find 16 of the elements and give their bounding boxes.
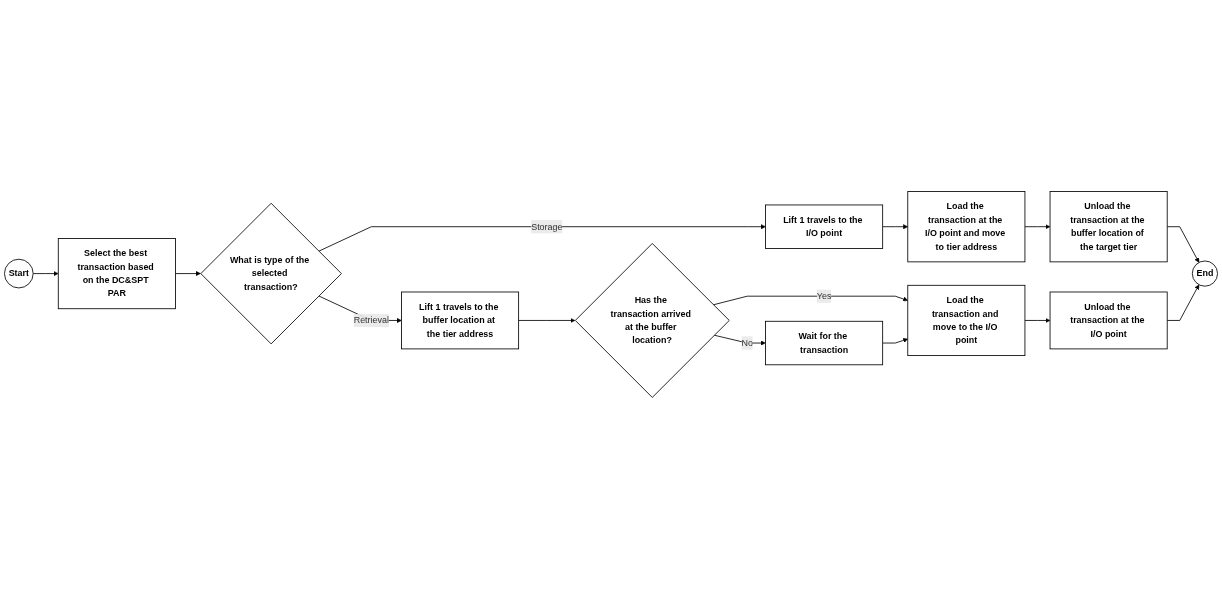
edge-label: Retrieval [353, 315, 389, 325]
node-box: Lift 1 travels to the buffer location at the tier address [401, 291, 520, 350]
node-box: Load the transaction at the I/O point and move to tier address [907, 191, 1026, 263]
edge-label: Yes [816, 291, 832, 301]
node-box: Lift 1 travels to the I/O point [765, 204, 884, 249]
edge-label: No [741, 338, 753, 348]
node-box: Wait for the transaction [765, 320, 884, 366]
node-box: Select the best transaction based on the DC&SPT PAR [57, 238, 176, 310]
node-circle: End [1191, 260, 1218, 287]
node-diamond: Has the transaction arrived at the buffer location? [574, 243, 730, 398]
edge-label: Storage [531, 221, 563, 232]
node-box: Load the transaction and move to the I/O point [907, 284, 1026, 356]
node-diamond: What is type of the selected transaction? [200, 202, 342, 345]
node-box: Unload the transaction at the buffer location of the target tier [1049, 191, 1168, 263]
node-circle: Start [4, 258, 34, 289]
node-box: Unload the transaction at the I/O point [1049, 291, 1168, 350]
